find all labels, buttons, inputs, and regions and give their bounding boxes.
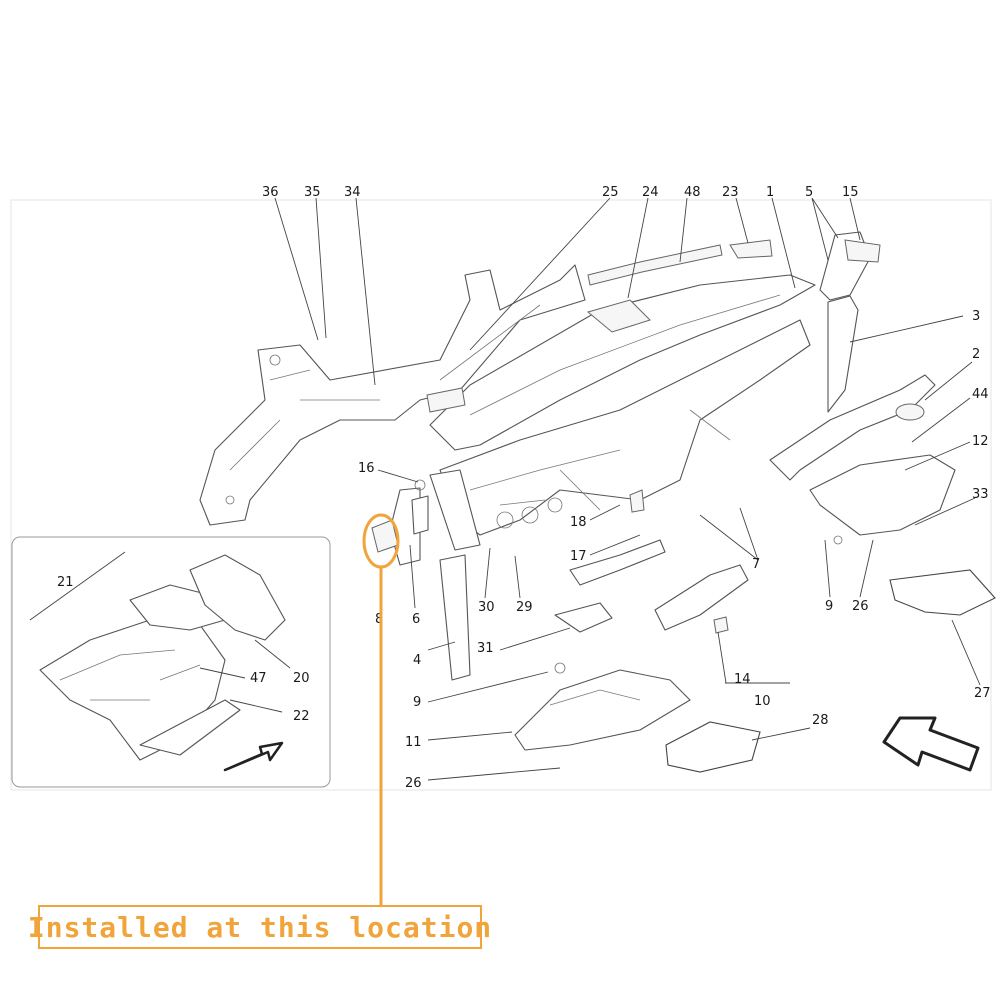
callout-36: 36: [262, 185, 279, 200]
callout-29: 29: [516, 600, 533, 615]
left-side-components: [371, 469, 481, 681]
trim-2: [769, 374, 936, 481]
callout-24: 24: [642, 185, 659, 200]
callout-22: 22: [293, 709, 310, 724]
callout-23: 23: [722, 185, 739, 200]
callout-34: 34: [344, 185, 361, 200]
clip-16: [414, 479, 426, 491]
callout-47: 47: [250, 671, 267, 686]
callout-28: 28: [812, 713, 829, 728]
callout-15: 15: [842, 185, 859, 200]
callout-2: 2: [972, 347, 980, 362]
callout-8: 8: [375, 612, 383, 627]
callout-35: 35: [304, 185, 321, 200]
vent-24: [586, 299, 651, 333]
callout-20: 20: [293, 671, 310, 686]
callout-31: 31: [477, 641, 494, 656]
callout-48: 48: [684, 185, 701, 200]
callout-18: 18: [570, 515, 587, 530]
callout-21: 21: [57, 575, 74, 590]
callout-labels: 36 35 34 25 24 48 23 1 5 15 3 2 44 12 33…: [57, 185, 991, 791]
callout-1: 1: [766, 185, 774, 200]
location-highlight: [362, 513, 400, 905]
callout-12: 12: [972, 434, 989, 449]
pad-28: [665, 721, 761, 773]
bracket-17: [629, 489, 645, 513]
callout-16: 16: [358, 461, 375, 476]
callout-5: 5: [805, 185, 813, 200]
callout-17: 17: [570, 549, 587, 564]
callout-3: 3: [972, 309, 980, 324]
handle-10: [654, 564, 749, 631]
fitting-44: [895, 403, 925, 421]
pad-27: [889, 569, 996, 616]
sensor-9a: [833, 535, 843, 545]
callout-33: 33: [972, 487, 989, 502]
cover-23: [729, 239, 773, 259]
glovebox-12: [809, 454, 956, 536]
dashboard-lower-body: [439, 319, 811, 536]
caption-text: Installed at this location: [27, 910, 493, 944]
inset-direction-arrow: [223, 741, 284, 772]
bezel-15: [844, 239, 881, 263]
callout-44: 44: [972, 387, 989, 402]
diagram-frame: [10, 199, 992, 791]
strip-48: [587, 244, 723, 286]
callout-26-right: 26: [852, 599, 869, 614]
callout-9-lower: 9: [413, 695, 421, 710]
callout-27: 27: [974, 686, 991, 701]
knee-panel-11: [514, 669, 691, 751]
leader-lines: [29, 197, 981, 781]
direction-arrow: [882, 716, 980, 772]
lower-brackets: [514, 535, 996, 773]
callout-9-right: 9: [825, 599, 833, 614]
callout-26-lower: 26: [405, 776, 422, 791]
pillar-trim-3: [827, 295, 859, 413]
bracket-31: [554, 602, 613, 633]
callout-11: 11: [405, 735, 422, 750]
callout-6: 6: [412, 612, 420, 627]
callout-30: 30: [478, 600, 495, 615]
clip-14: [713, 616, 729, 634]
inset-detail-box: [11, 536, 331, 788]
trim-strip-7: [569, 539, 666, 586]
sensor-9b: [554, 662, 566, 674]
callout-4: 4: [413, 653, 421, 668]
callout-7: 7: [752, 557, 760, 572]
pillar-4: [439, 554, 471, 681]
installed-location-caption: Installed at this location: [28, 905, 491, 949]
callout-25: 25: [602, 185, 619, 200]
callout-10: 10: [754, 694, 771, 709]
callout-14: 14: [734, 672, 751, 687]
dashboard-top-panel: [426, 239, 816, 451]
side-trim-pieces: [569, 231, 956, 631]
